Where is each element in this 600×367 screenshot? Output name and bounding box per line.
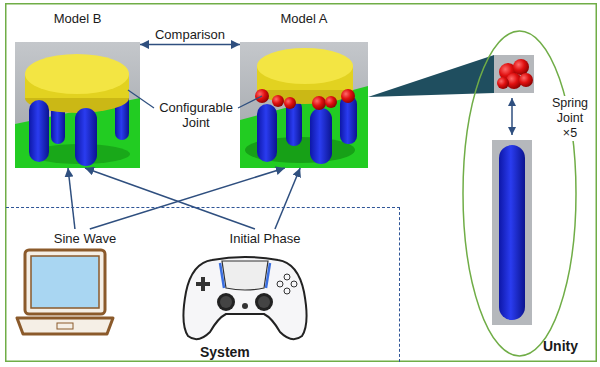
model-a-render	[340, 96, 357, 144]
laptop-icon	[17, 318, 113, 334]
sine-wave-source: Sine Wave	[15, 229, 125, 343]
connector-arrow	[140, 44, 240, 46]
gamepad-icon	[277, 281, 283, 287]
model-a-render	[240, 42, 368, 168]
unity-frame: Unity Model B Model A Spring Joint ×5 System…	[5, 3, 597, 362]
connector-arrow	[85, 168, 255, 229]
model-a-render	[341, 89, 355, 103]
gamepad-icon	[266, 263, 270, 288]
leader-line	[238, 96, 262, 108]
capsule-render	[499, 145, 525, 320]
spring-arrow	[512, 98, 513, 135]
gamepad-icon	[183, 257, 306, 339]
node-label: System	[200, 345, 250, 360]
initial-phase-source: Initial Phase	[175, 229, 315, 343]
connector-arrow	[275, 168, 300, 229]
gamepad-icon	[255, 293, 273, 311]
node-label: Model B	[15, 11, 140, 26]
model-b-render	[15, 42, 140, 168]
laptop-icon	[31, 256, 99, 308]
gamepad-icon	[220, 263, 224, 288]
gamepad-icon	[222, 261, 268, 290]
model-a-render	[312, 96, 326, 110]
laptop-icon	[57, 323, 73, 329]
node-label: Spring Joint ×5	[548, 96, 592, 141]
sphere-cluster-render	[519, 73, 533, 87]
node-label: Model A	[240, 11, 368, 26]
gamepad-icon	[217, 293, 235, 311]
connector-group	[68, 45, 300, 229]
model-b-render	[29, 100, 49, 162]
model-a-render	[257, 48, 353, 84]
gamepad-icon	[242, 303, 248, 309]
connector-arrow	[90, 168, 285, 229]
model-a-render	[325, 96, 337, 108]
laptop-icon	[17, 250, 113, 334]
ellipse-outline	[462, 30, 577, 357]
model-a-render	[272, 95, 284, 107]
model-a-render	[310, 108, 332, 164]
sphere-cluster-render	[497, 77, 509, 89]
edge-label: Comparison	[153, 27, 227, 42]
gamepad-icon	[201, 277, 205, 291]
node-label: Sine Wave	[45, 229, 125, 246]
model-image: Model B	[15, 42, 140, 168]
node-label: Unity	[543, 339, 578, 354]
gamepad-icon	[284, 288, 290, 294]
sphere-cluster-render	[494, 55, 534, 93]
gamepad-icon	[220, 296, 232, 308]
capsule-render	[492, 140, 532, 325]
gamepad-icon	[258, 296, 270, 308]
sphere-cluster-render	[494, 55, 534, 93]
model-b-render	[15, 42, 140, 168]
gamepad-icon	[284, 274, 290, 280]
sphere-cluster-render	[513, 59, 529, 75]
system-region: System Sine Wave Initial Phase	[6, 207, 400, 362]
model-a-render	[284, 97, 296, 109]
model-b-render	[75, 108, 97, 166]
model-image: Model A	[240, 42, 368, 168]
model-a-render	[240, 42, 368, 168]
model-a-render	[257, 104, 277, 162]
laptop-icon	[25, 250, 105, 314]
model-b-render	[25, 54, 129, 94]
part-label: Configurable Joint	[156, 100, 236, 130]
node-label: Initial Phase	[215, 229, 315, 246]
spring-arrow	[511, 98, 513, 135]
capsule-render	[492, 140, 532, 325]
leader-line	[128, 90, 154, 108]
gamepad-icon	[183, 257, 306, 339]
connector-arrow	[68, 168, 75, 229]
gamepad-icon	[291, 281, 297, 287]
ellipse-outline	[463, 31, 576, 356]
spring-joint-ellipse: Spring Joint ×5	[462, 30, 577, 357]
